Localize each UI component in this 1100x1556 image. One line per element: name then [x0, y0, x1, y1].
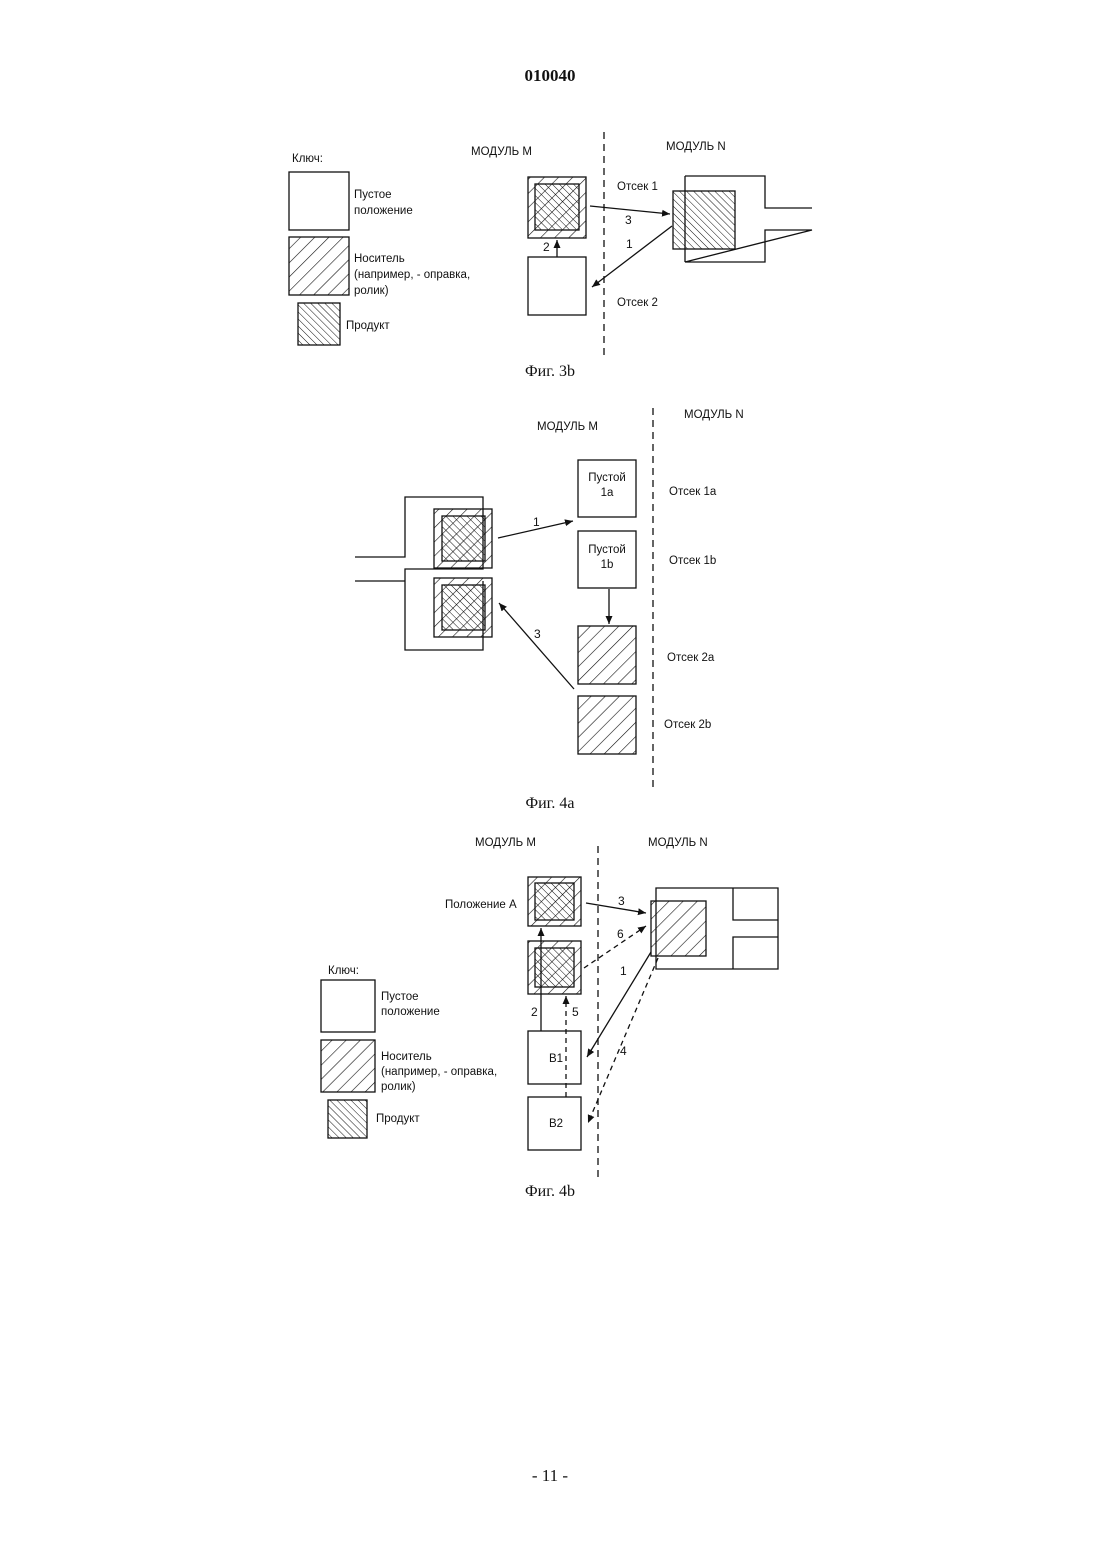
fig3b-bay2-empty	[528, 257, 586, 315]
fig3b-bay2-label: Отсек 2	[617, 297, 658, 309]
fig4a-bay2b-label: Отсек 2b	[664, 719, 711, 731]
fig4b-arrow-1	[587, 952, 651, 1057]
fig3b-caption: Фиг. 3b	[525, 363, 575, 380]
fig3b-module-n-product	[673, 191, 735, 249]
figure-3b: Ключ: Пустое положение Носитель (наприме…	[289, 132, 812, 380]
fig4b-caption: Фиг. 4b	[525, 1183, 575, 1200]
fig4b-key-empty-line1: Пустое	[381, 991, 419, 1003]
fig4b-module-n-label: МОДУЛЬ N	[648, 837, 708, 849]
fig4b-key-title: Ключ:	[328, 965, 359, 977]
fig4b-key-empty-line2: положение	[381, 1006, 440, 1018]
fig3b-arrow-1-label: 1	[626, 237, 633, 251]
fig4a-bay1b-empty-line1: Пустой	[588, 544, 626, 556]
fig4a-bay1a-label: Отсек 1a	[669, 486, 717, 498]
fig4b-key-carrier-swatch	[321, 1040, 375, 1092]
fig4b-key-empty-swatch	[321, 980, 375, 1032]
fig4b-arrow-5-label: 5	[572, 1005, 579, 1019]
figure-4b: МОДУЛЬ М МОДУЛЬ N Ключ: Пустое положение…	[321, 837, 778, 1200]
fig4a-module-m-label: МОДУЛЬ М	[537, 421, 598, 433]
fig4a-station-product-bottom	[442, 585, 485, 630]
fig3b-bay1-label: Отсек 1	[617, 181, 658, 193]
fig3b-key-empty-line1: Пустое	[354, 189, 392, 201]
fig4a-caption: Фиг. 4a	[525, 795, 574, 812]
fig4b-arrow-1-label: 1	[620, 964, 627, 978]
fig3b-arrow-3-label: 3	[625, 213, 632, 227]
fig4b-b2-label: B2	[549, 1118, 563, 1130]
fig4a-arrow-3	[499, 603, 574, 689]
fig4b-arrow-6	[584, 926, 646, 968]
fig3b-key-carrier-line1: Носитель	[354, 253, 405, 265]
figure-4a: МОДУЛЬ М МОДУЛЬ N Пустой 1a Пустой 1b От…	[355, 408, 744, 812]
fig4b-key-carrier-line3: ролик)	[381, 1081, 416, 1093]
fig4b-key-carrier-line1: Носитель	[381, 1051, 432, 1063]
fig3b-bay1-product	[535, 184, 579, 230]
fig3b-key-product-label: Продукт	[346, 320, 390, 332]
fig4b-module-m-label: МОДУЛЬ М	[475, 837, 536, 849]
fig4b-key-product-swatch	[328, 1100, 367, 1138]
fig3b-key-title: Ключ:	[292, 153, 323, 165]
fig4b-position-a-product	[535, 883, 574, 920]
fig3b-key-carrier-line3: ролик)	[354, 285, 389, 297]
fig4b-module-n-carrier	[651, 901, 706, 956]
fig3b-module-m-label: МОДУЛЬ М	[471, 146, 532, 158]
fig3b-arrow-2-label: 2	[543, 240, 550, 254]
fig4b-arrow-3-label: 3	[618, 894, 625, 908]
fig4b-position-a-label: Положение А	[445, 899, 517, 911]
fig4b-key-carrier-line2: (например, - оправка,	[381, 1066, 497, 1078]
fig4b-arrow-3	[586, 903, 646, 913]
fig4b-b1-label: B1	[549, 1053, 563, 1065]
fig4b-arrow-6-label: 6	[617, 927, 624, 941]
fig3b-key-empty-line2: положение	[354, 205, 413, 217]
fig4a-module-n-label: МОДУЛЬ N	[684, 409, 744, 421]
fig4a-bay2a-carrier	[578, 626, 636, 684]
fig4a-bay1a-empty-line2: 1a	[601, 487, 614, 499]
fig4a-bay2b-carrier	[578, 696, 636, 754]
fig4b-arrow-2-label: 2	[531, 1005, 538, 1019]
fig4a-arrow-3-label: 3	[534, 627, 541, 641]
fig4b-arrow-4-label: 4	[620, 1044, 627, 1058]
fig3b-key-empty-swatch	[289, 172, 349, 230]
fig4a-station-product-top	[442, 516, 485, 561]
fig4b-key-product-label: Продукт	[376, 1113, 420, 1125]
fig4a-bay1a-empty-line1: Пустой	[588, 472, 626, 484]
page-number: - 11 -	[0, 1466, 1100, 1486]
fig3b-key-carrier-line2: (например, - оправка,	[354, 269, 470, 281]
fig4a-bay1b-empty-line2: 1b	[601, 559, 614, 571]
fig3b-key-product-swatch	[298, 303, 340, 345]
fig4a-arrow-1-label: 1	[533, 515, 540, 529]
fig3b-module-n-label: МОДУЛЬ N	[666, 141, 726, 153]
fig4a-bay1b-label: Отсек 1b	[669, 555, 716, 567]
fig3b-key-carrier-swatch	[289, 237, 349, 295]
fig4a-bay2a-label: Отсек 2a	[667, 652, 715, 664]
